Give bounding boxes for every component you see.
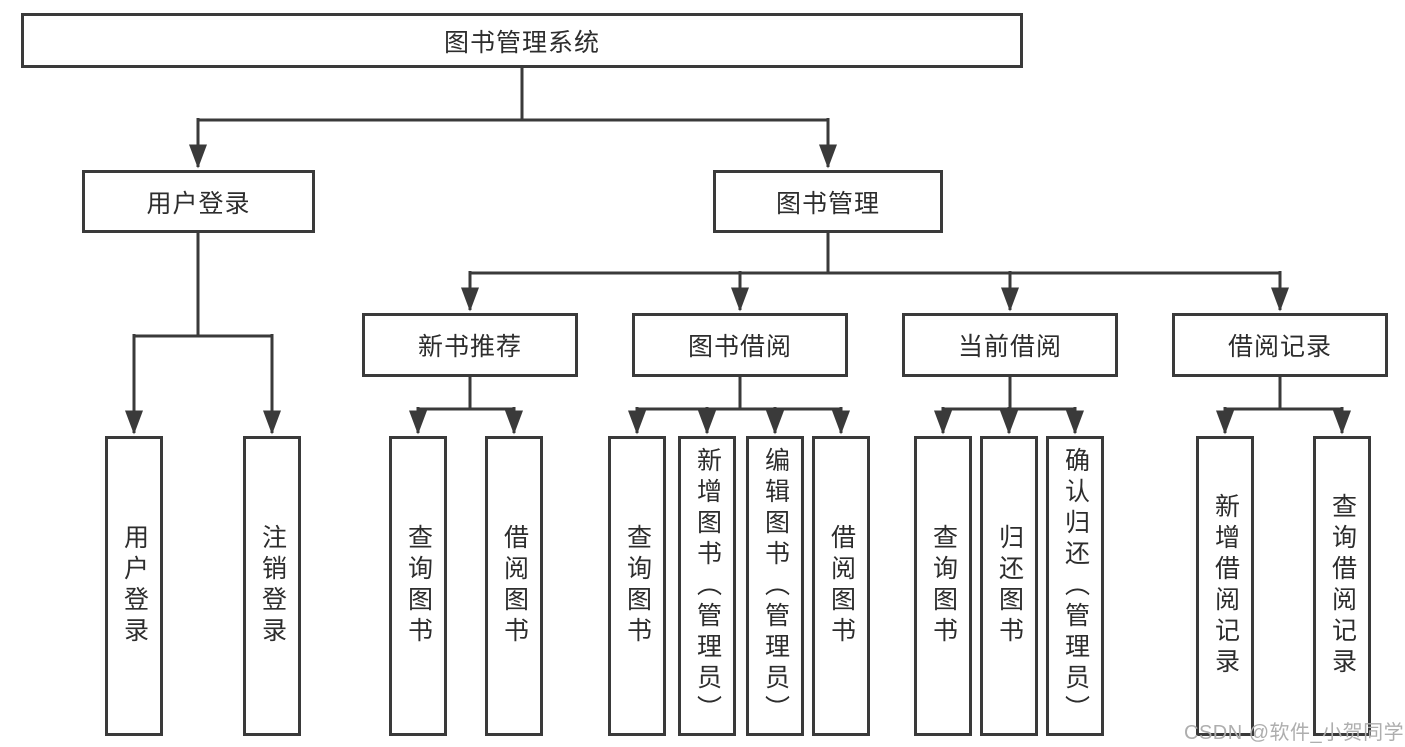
leaf-records-add-record: 新增借阅记录 [1196, 436, 1254, 736]
node-user-login: 用户登录 [82, 170, 315, 233]
leaf-borrow-add-book-admin: 新增图书（管理员） [678, 436, 736, 736]
leaf-newbooks-query-books-label: 查询图书 [404, 524, 433, 648]
leaf-borrow-query-books: 查询图书 [608, 436, 666, 736]
node-book-borrow-label: 图书借阅 [687, 333, 792, 361]
node-book-management: 图书管理 [713, 170, 943, 233]
node-root-label: 图书管理系统 [443, 28, 600, 57]
leaf-newbooks-query-books: 查询图书 [389, 436, 447, 736]
leaf-current-confirm-return-admin: 确认归还（管理员） [1046, 436, 1104, 736]
leaf-current-confirm-return-admin-label: 确认归还（管理员） [1061, 446, 1090, 726]
leaf-current-query-books-label: 查询图书 [929, 524, 958, 648]
leaf-user-login: 用户登录 [105, 436, 163, 736]
leaf-newbooks-borrow-books: 借阅图书 [485, 436, 543, 736]
leaf-records-query-record-label: 查询借阅记录 [1328, 493, 1357, 679]
node-borrow-records: 借阅记录 [1172, 313, 1388, 377]
leaf-user-login-label: 用户登录 [120, 524, 149, 648]
leaf-current-query-books: 查询图书 [914, 436, 972, 736]
node-borrow-records-label: 借阅记录 [1227, 333, 1332, 361]
leaf-borrow-edit-book-admin-label: 编辑图书（管理员） [761, 446, 790, 726]
leaf-records-add-record-label: 新增借阅记录 [1211, 493, 1240, 679]
node-root: 图书管理系统 [21, 13, 1023, 68]
node-new-book-recommend-label: 新书推荐 [417, 333, 522, 361]
leaf-current-return-books-label: 归还图书 [995, 524, 1024, 648]
node-current-borrow: 当前借阅 [902, 313, 1118, 377]
node-current-borrow-label: 当前借阅 [957, 333, 1062, 361]
leaf-borrow-edit-book-admin: 编辑图书（管理员） [746, 436, 804, 736]
leaf-logout-label: 注销登录 [258, 524, 287, 648]
leaf-logout: 注销登录 [243, 436, 301, 736]
leaf-borrow-query-books-label: 查询图书 [623, 524, 652, 648]
node-user-login-label: 用户登录 [146, 189, 251, 218]
csdn-watermark: CSDN @软件_小贺同学 [1184, 722, 1405, 744]
leaf-borrow-add-book-admin-label: 新增图书（管理员） [693, 446, 722, 726]
leaf-current-return-books: 归还图书 [980, 436, 1038, 736]
node-new-book-recommend: 新书推荐 [362, 313, 578, 377]
leaf-records-query-record: 查询借阅记录 [1313, 436, 1371, 736]
node-book-borrow: 图书借阅 [632, 313, 848, 377]
node-book-management-label: 图书管理 [775, 189, 880, 218]
leaf-newbooks-borrow-books-label: 借阅图书 [500, 524, 529, 648]
leaf-borrow-borrow-books: 借阅图书 [812, 436, 870, 736]
leaf-borrow-borrow-books-label: 借阅图书 [827, 524, 856, 648]
